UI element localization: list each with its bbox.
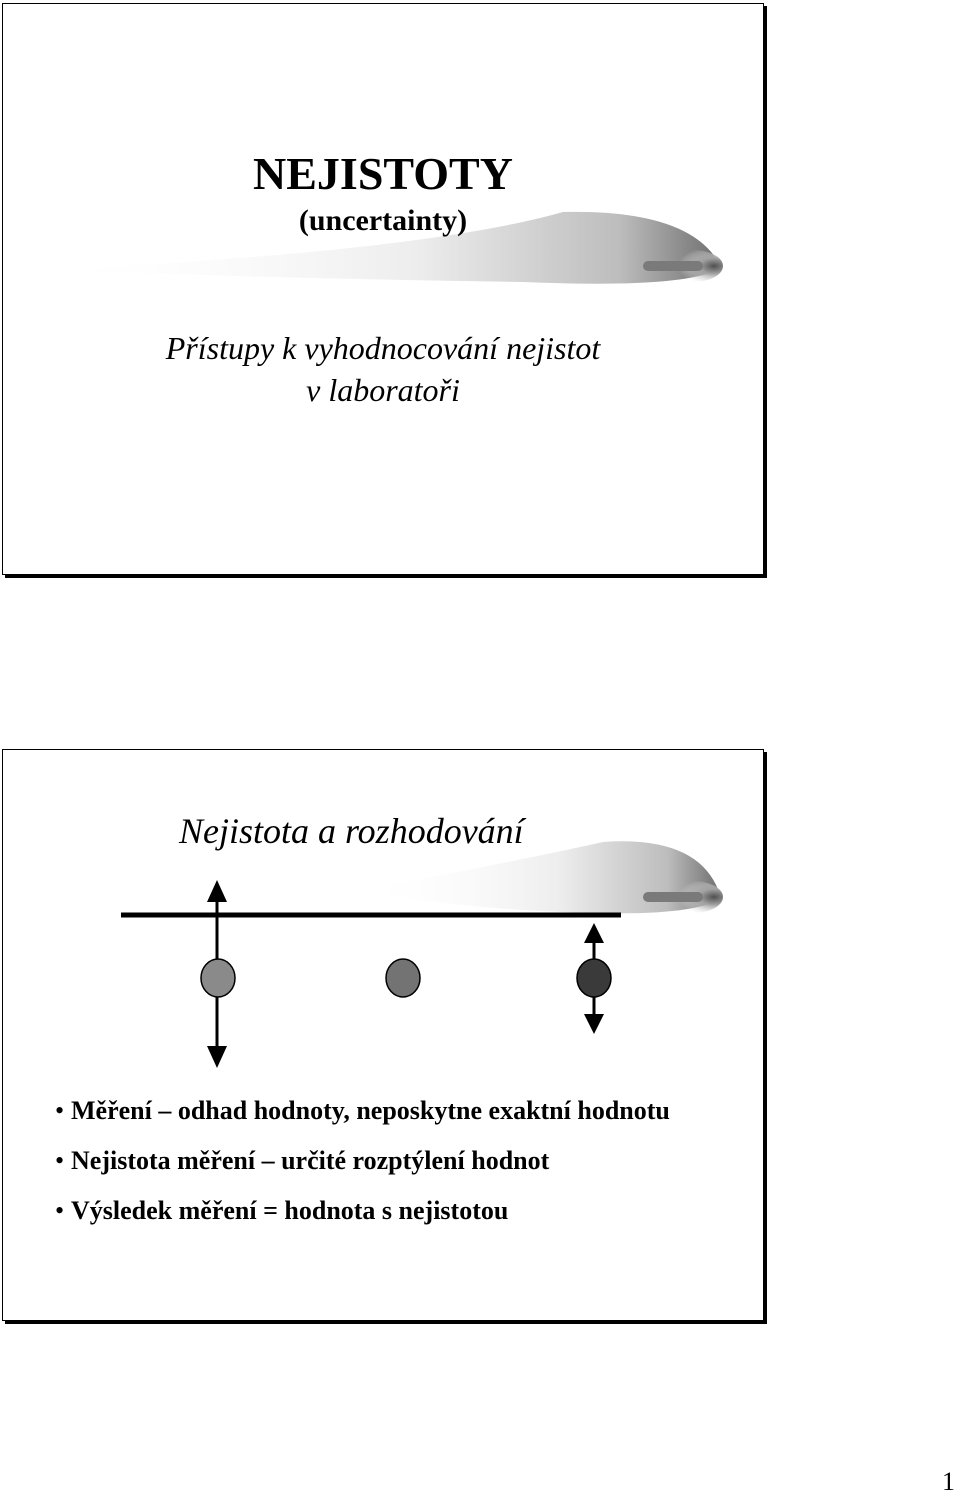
slide-text-line-2: v laboratoři: [306, 372, 460, 408]
bullet-dot: •: [55, 1096, 65, 1125]
bullet-dot: •: [55, 1196, 65, 1225]
bullet-list: •Měření – odhad hodnoty, neposkytne exak…: [55, 1096, 727, 1246]
slide-subtitle: (uncertainty): [298, 204, 468, 237]
swoosh-decoration: [43, 211, 723, 284]
slide-title: Nejistota a rozhodování: [179, 811, 524, 851]
bullet-item: •Měření – odhad hodnoty, neposkytne exak…: [55, 1096, 727, 1126]
arrow-up-icon: [207, 880, 227, 902]
bullet-text: Výsledek měření = hodnota s nejistotou: [71, 1196, 509, 1225]
bullet-dot: •: [55, 1146, 65, 1175]
arrow-down-icon: [207, 1046, 227, 1068]
page-number: 1: [942, 1467, 955, 1496]
uncertainty-diagram: [121, 880, 621, 1068]
bullet-item: •Nejistota měření – určité rozptýlení ho…: [55, 1146, 727, 1176]
swoosh-decoration: [363, 841, 723, 914]
measurement-circle-1: [200, 958, 236, 998]
measurement-circle-2: [385, 958, 421, 998]
measurement-circle-3: [576, 958, 612, 998]
slide-1: NEJISTOTY (uncertainty) Přístupy k vyhod…: [2, 3, 764, 575]
bullet-text: Nejistota měření – určité rozptýlení hod…: [71, 1146, 550, 1175]
slide-title: NEJISTOTY: [253, 148, 513, 199]
bullet-text: Měření – odhad hodnoty, neposkytne exakt…: [71, 1096, 670, 1125]
arrow-up-icon: [584, 923, 604, 943]
slide-text-line-1: Přístupy k vyhodnocování nejistot: [165, 330, 601, 366]
bullet-item: •Výsledek měření = hodnota s nejistotou: [55, 1196, 727, 1226]
arrow-down-icon: [584, 1014, 604, 1034]
slide-2: Nejistota a rozhodování •Měření – odhad …: [2, 749, 764, 1321]
